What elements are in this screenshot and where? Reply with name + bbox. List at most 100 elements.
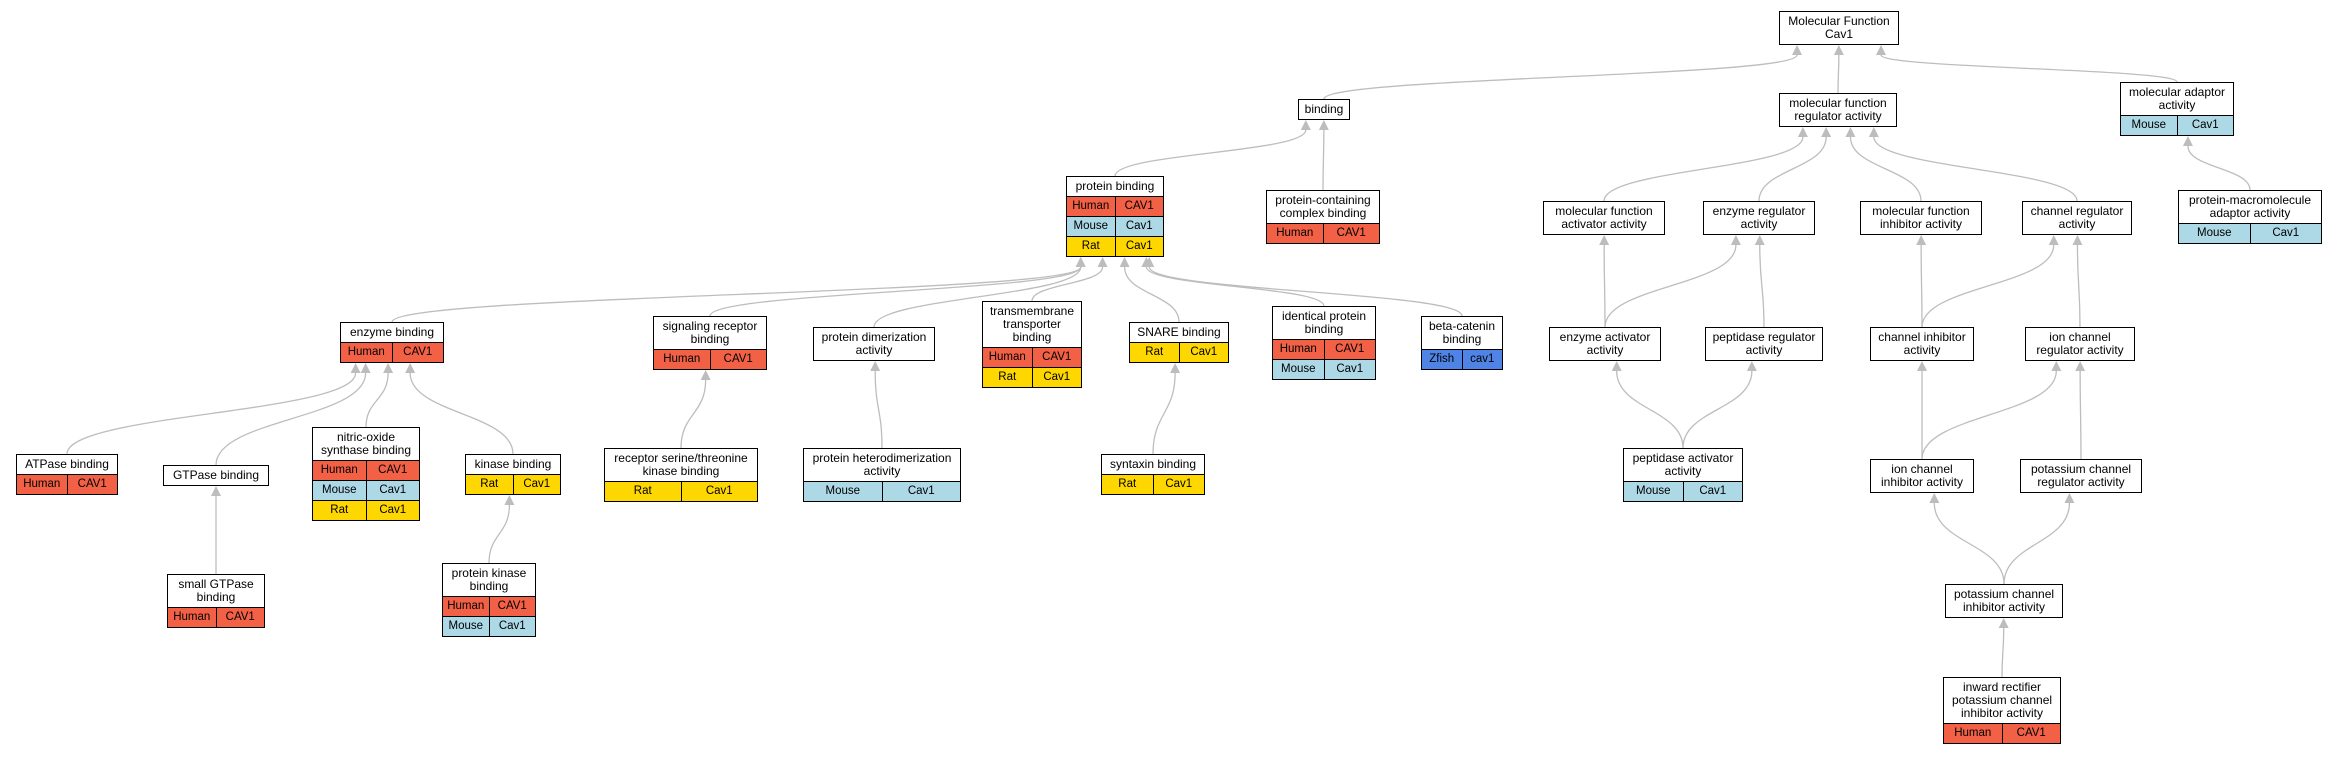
edge-line — [1322, 129, 1325, 191]
term-label: signaling receptor binding — [662, 319, 758, 346]
species-cell: Human — [17, 475, 67, 494]
edge-arrowhead — [2064, 493, 2075, 503]
edge-arrowhead — [1611, 361, 1622, 371]
term-node: Molecular Function Cav1 — [1779, 11, 1899, 45]
edge-line — [874, 370, 883, 449]
gene-cell: Cav1 — [365, 481, 419, 500]
term-label: enzyme regulator activity — [1712, 204, 1806, 231]
term-label: inward rectifier potassium channel inhib… — [1951, 680, 2053, 720]
species-cell: Human — [443, 597, 489, 616]
term-label: protein dimerization activity — [821, 330, 927, 357]
gene-cell: Cav1 — [1323, 360, 1375, 379]
gene-cell: CAV1 — [488, 597, 535, 616]
edge-line — [680, 379, 707, 449]
edge-arrowhead — [1868, 127, 1879, 137]
edge-line — [1152, 372, 1176, 455]
species-cell: Rat — [313, 501, 366, 520]
edge-arrowhead — [1097, 257, 1108, 267]
term-label: peptidase activator activity — [1632, 451, 1734, 478]
edge-line — [2187, 145, 2251, 191]
edge-arrowhead — [405, 363, 416, 373]
gene-cell: CAV1 — [215, 608, 264, 627]
edge-line — [1921, 244, 2055, 328]
edge-arrowhead — [1917, 361, 1927, 371]
edge-arrowhead — [1599, 235, 1610, 245]
edge-arrowhead — [211, 486, 221, 496]
term-label: protein binding — [1075, 179, 1155, 193]
term-node: receptor serine/threonine kinase binding… — [604, 448, 758, 502]
gene-cell: CAV1 — [709, 350, 766, 369]
edge-line — [1123, 266, 1180, 323]
edge-arrowhead — [1075, 257, 1086, 267]
term-node: potassium channel inhibitor activity — [1945, 584, 2063, 618]
term-label: enzyme binding — [349, 325, 435, 339]
edge-arrowhead — [1746, 361, 1757, 371]
edge-arrowhead — [2051, 361, 2062, 371]
term-label: molecular adaptor activity — [2128, 85, 2226, 112]
edge-arrowhead — [1318, 120, 1329, 130]
term-label: enzyme activator activity — [1559, 330, 1651, 357]
edge-arrowhead — [1300, 120, 1311, 130]
edge-arrowhead — [1792, 45, 1802, 55]
edge-line — [1933, 502, 2005, 585]
species-cell: Mouse — [1624, 482, 1683, 501]
edge-line — [488, 504, 511, 564]
gene-cell: CAV1 — [2001, 724, 2060, 743]
species-cell: Human — [983, 348, 1032, 367]
term-label: protein-macromolecule adaptor activity — [2188, 193, 2312, 220]
edge-line — [365, 372, 389, 428]
species-cell: Rat — [983, 368, 1032, 387]
edge-arrowhead — [1929, 493, 1940, 503]
term-label: protein heterodimerization activity — [812, 451, 952, 478]
edge-line — [215, 372, 367, 466]
edge-arrowhead — [870, 361, 881, 371]
gene-cell: Cav1 — [2249, 224, 2321, 243]
term-label: syntaxin binding — [1109, 457, 1197, 471]
species-cell: Rat — [1130, 343, 1179, 362]
edge-line — [2001, 627, 2005, 678]
gene-cell: cav1 — [1461, 350, 1502, 369]
edge-line — [1682, 370, 1753, 449]
edge-arrowhead — [1998, 618, 2009, 628]
gene-cell: Cav1 — [1114, 217, 1163, 236]
gene-cell: Cav1 — [365, 501, 419, 520]
species-cell: Mouse — [2121, 116, 2177, 135]
term-node: binding — [1298, 99, 1350, 120]
edge-line — [391, 266, 1082, 323]
term-label: channel inhibitor activity — [1878, 330, 1966, 357]
term-node: inward rectifier potassium channel inhib… — [1943, 677, 2061, 744]
species-cell: Human — [654, 350, 710, 369]
gene-cell: Cav1 — [1114, 237, 1163, 256]
gene-cell: Cav1 — [881, 482, 960, 501]
species-cell: Human — [313, 461, 366, 480]
gene-cell: Cav1 — [1031, 368, 1081, 387]
term-label: binding — [1304, 102, 1344, 116]
species-cell: Human — [1267, 224, 1323, 243]
term-node: molecular function activator activity — [1543, 201, 1665, 235]
term-label: transmembrane transporter binding — [989, 304, 1075, 344]
